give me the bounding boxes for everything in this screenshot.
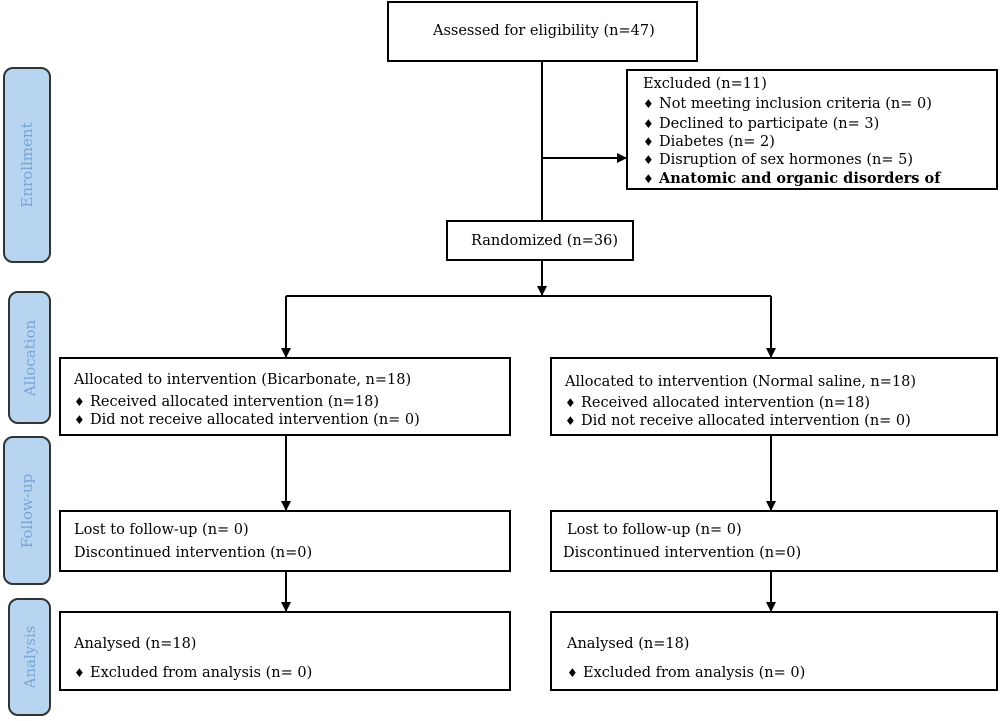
left-allocation-box: Allocated to intervention (Bicarbonate, …: [59, 357, 511, 436]
bullet-icon: ♦: [565, 396, 576, 410]
right-analysis-box: Analysed (n=18) ♦Excluded from analysis …: [550, 611, 998, 691]
phase-enrollment: Enrollment: [3, 67, 51, 263]
right-allocation-box: Allocated to intervention (Normal saline…: [550, 357, 998, 436]
right-followup-box: Lost to follow-up (n= 0) Discontinued in…: [550, 510, 998, 572]
excluded-item: ♦Declined to participate (n= 3): [643, 116, 880, 132]
left-allocation-title: Allocated to intervention (Bicarbonate, …: [74, 372, 412, 388]
excluded-item: ♦Diabetes (n= 2): [643, 134, 775, 150]
bullet-icon: ♦: [565, 414, 576, 428]
excluded-item: ♦Disruption of sex hormones (n= 5): [643, 152, 913, 168]
phase-analysis: Analysis: [8, 598, 51, 716]
bullet-icon: ♦: [643, 153, 654, 167]
assessed-text: Assessed for eligibility (n=47): [433, 23, 655, 39]
left-lost-text: Lost to follow-up (n= 0): [74, 522, 249, 538]
bullet-icon: ♦: [643, 97, 654, 111]
left-analysis-box: Analysed (n=18) ♦Excluded from analysis …: [59, 611, 511, 691]
left-allocation-item: ♦Did not receive allocated intervention …: [74, 412, 420, 428]
right-excluded-analysis: ♦Excluded from analysis (n= 0): [567, 665, 806, 681]
phase-analysis-label: Analysis: [20, 625, 39, 689]
left-followup-box: Lost to follow-up (n= 0) Discontinued in…: [59, 510, 511, 572]
right-discontinued-text: Discontinued intervention (n=0): [563, 545, 802, 561]
right-allocation-item: ♦Received allocated intervention (n=18): [565, 395, 871, 411]
right-allocation-item: ♦Did not receive allocated intervention …: [565, 413, 911, 429]
excluded-title: Excluded (n=11): [643, 76, 767, 92]
randomized-text: Randomized (n=36): [471, 233, 618, 249]
excluded-item: ♦Anatomic and organic disorders of: [643, 170, 941, 187]
left-allocation-item: ♦Received allocated intervention (n=18): [74, 394, 380, 410]
bullet-icon: ♦: [567, 666, 578, 680]
bullet-icon: ♦: [643, 117, 654, 131]
bullet-icon: ♦: [643, 135, 654, 149]
right-analysed-text: Analysed (n=18): [567, 636, 690, 652]
bullet-icon: ♦: [74, 395, 85, 409]
right-lost-text: Lost to follow-up (n= 0): [567, 522, 742, 538]
bullet-icon: ♦: [74, 413, 85, 427]
assessed-box: Assessed for eligibility (n=47): [387, 1, 698, 62]
left-analysed-text: Analysed (n=18): [74, 636, 197, 652]
bullet-icon: ♦: [74, 666, 85, 680]
left-discontinued-text: Discontinued intervention (n=0): [74, 545, 313, 561]
phase-allocation-label: Allocation: [20, 319, 39, 396]
excluded-item: ♦Not meeting inclusion criteria (n= 0): [643, 96, 932, 112]
randomized-box: Randomized (n=36): [446, 220, 634, 261]
phase-allocation: Allocation: [8, 291, 51, 424]
phase-followup: Follow-up: [3, 436, 51, 585]
phase-enrollment-label: Enrollment: [18, 122, 36, 208]
bullet-icon: ♦: [643, 172, 654, 186]
left-excluded-analysis: ♦Excluded from analysis (n= 0): [74, 665, 313, 681]
phase-followup-label: Follow-up: [18, 473, 36, 548]
right-allocation-title: Allocated to intervention (Normal saline…: [565, 374, 917, 390]
excluded-box: Excluded (n=11) ♦Not meeting inclusion c…: [626, 69, 998, 190]
